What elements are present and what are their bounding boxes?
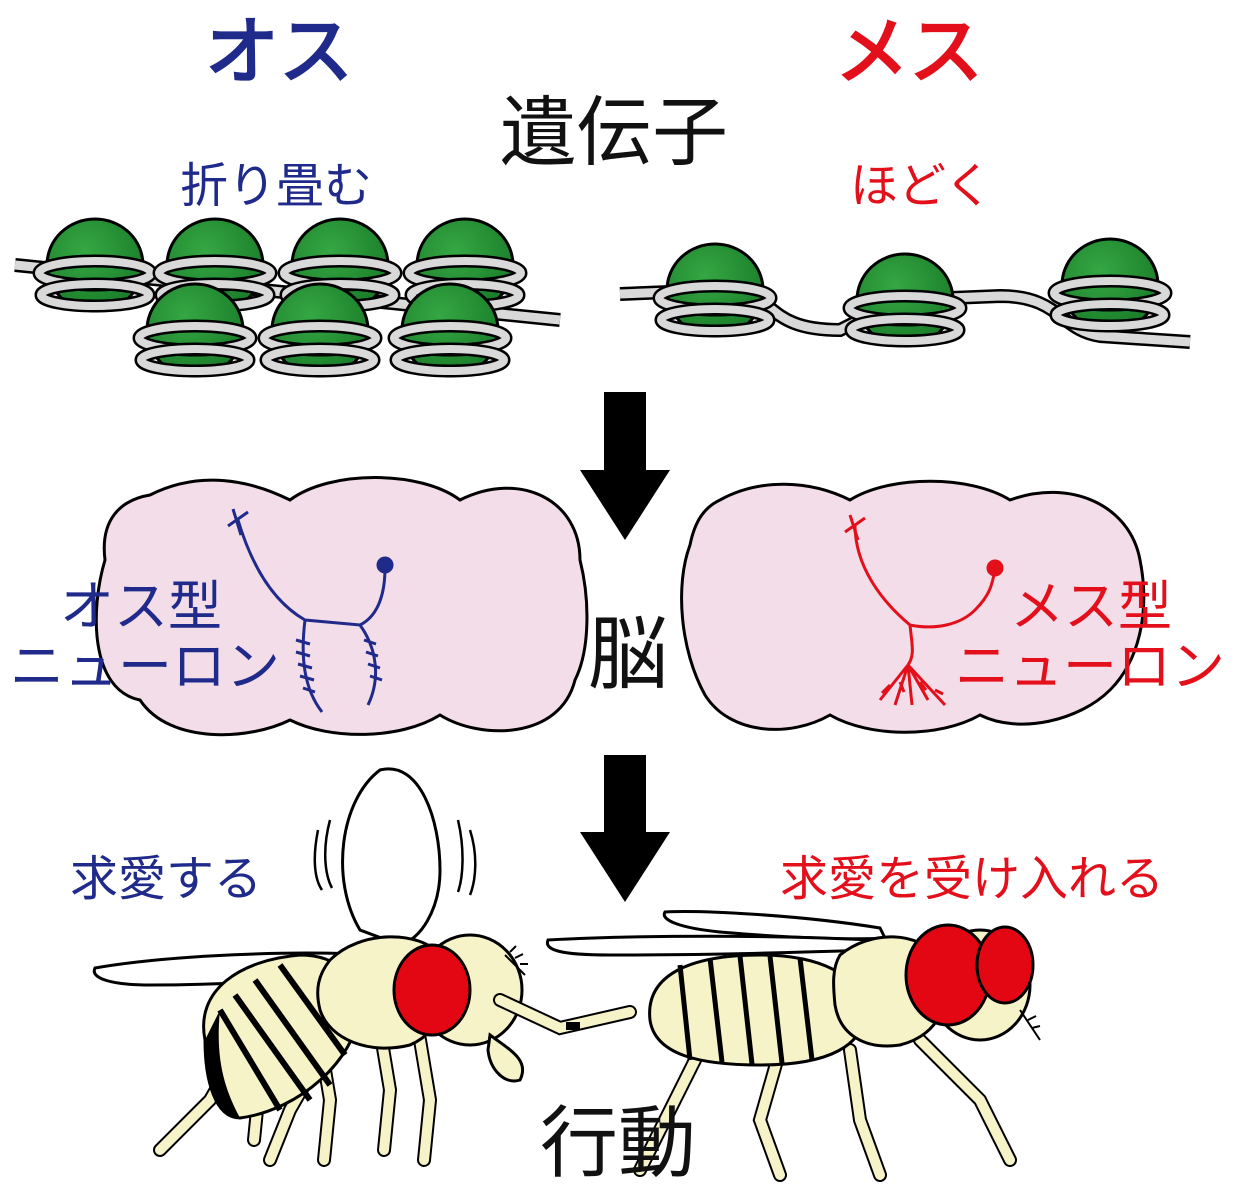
down-arrow-icon: [580, 755, 670, 902]
male-chromatin: [15, 219, 560, 376]
down-arrow-icon: [580, 392, 670, 540]
brain-label: 脳: [588, 615, 668, 695]
female-neuron-label-line1: メス型: [1010, 580, 1172, 634]
nucleosome-icon: [659, 244, 771, 336]
female-action-label: 求愛を受け入れる: [780, 855, 1164, 903]
nucleosome-icon: [849, 254, 961, 346]
nucleosome-icon: [1054, 239, 1166, 331]
nucleosome-icon: [39, 219, 151, 311]
male-neuron-label-line1: オス型: [60, 580, 222, 634]
female-neuron-label-line2: ニューロン: [955, 640, 1225, 694]
male-header: オス: [205, 15, 353, 89]
female-chromatin: [620, 239, 1190, 346]
male-action-label: 求愛する: [70, 855, 262, 903]
behavior-label: 行動: [540, 1105, 696, 1183]
male-gene-state: 折り畳む: [180, 162, 372, 210]
female-header: メス: [835, 15, 983, 89]
gene-label: 遺伝子: [500, 95, 728, 171]
male-neuron-label-line2: ニューロン: [10, 640, 280, 694]
female-gene-state: ほどく: [850, 162, 993, 210]
